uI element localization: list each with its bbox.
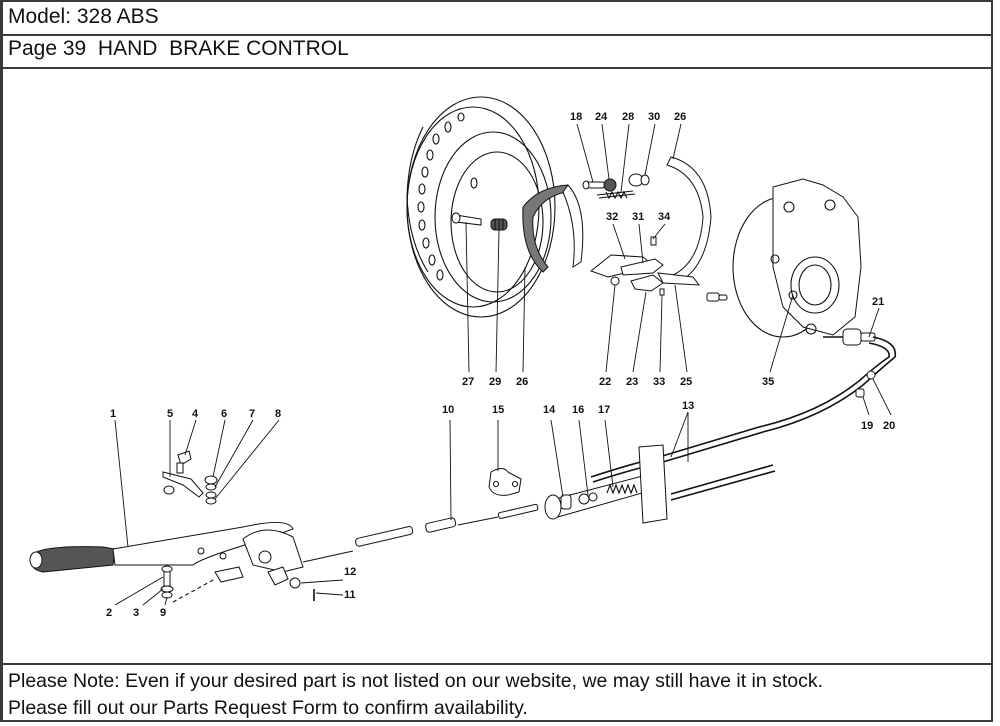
stock-notice-line-2: Please fill out our Parts Request Form t… [8, 697, 528, 719]
hand-brake-diagram-svg: 1 5 4 6 7 8 2 3 9 12 11 10 15 14 16 17 1… [29, 96, 897, 619]
callout-6: 6 [221, 408, 227, 420]
rear-cable-drawing [544, 336, 897, 524]
callout-14: 14 [543, 404, 556, 416]
callout-12: 12 [344, 566, 356, 578]
callout-16: 16 [572, 404, 584, 416]
callout-26-left: 26 [516, 376, 528, 388]
callout-leader-lines [114, 123, 892, 606]
brake-disc-drawing [406, 96, 584, 318]
callout-11: 11 [344, 589, 356, 601]
callout-23: 23 [626, 376, 638, 388]
stock-notice: Please Note: Even if your desired part i… [3, 663, 991, 720]
callout-18: 18 [570, 111, 582, 123]
callout-32: 32 [606, 211, 618, 223]
callout-26-right: 26 [674, 111, 686, 123]
callout-4: 4 [192, 408, 199, 420]
shoe-hardware-drawing [582, 156, 728, 302]
callout-15: 15 [492, 404, 504, 416]
callout-20: 20 [883, 420, 895, 432]
callout-31: 31 [632, 211, 644, 223]
callout-27: 27 [462, 376, 474, 388]
hub-carrier-drawing [732, 178, 876, 346]
callout-labels: 1 5 4 6 7 8 2 3 9 12 11 10 15 14 16 17 1… [106, 111, 895, 619]
callout-29: 29 [489, 376, 501, 388]
callout-19: 19 [861, 420, 873, 432]
page-title: Page 39 HAND BRAKE CONTROL [3, 34, 991, 69]
callout-3: 3 [133, 607, 139, 619]
model-title: Model: 328 ABS [3, 2, 991, 36]
callout-30: 30 [648, 111, 660, 123]
callout-1: 1 [110, 408, 116, 420]
callout-33: 33 [653, 376, 665, 388]
callout-35: 35 [762, 376, 774, 388]
callout-24: 24 [595, 111, 608, 123]
exploded-parts-diagram: 1 5 4 6 7 8 2 3 9 12 11 10 15 14 16 17 1… [3, 67, 991, 663]
callout-28: 28 [622, 111, 634, 123]
callout-9: 9 [160, 607, 166, 619]
callout-8: 8 [275, 408, 281, 420]
callout-17: 17 [598, 404, 610, 416]
callout-34: 34 [658, 211, 671, 223]
spring-29 [490, 218, 508, 231]
callout-25: 25 [680, 376, 692, 388]
callout-7: 7 [249, 408, 255, 420]
callout-21: 21 [872, 296, 884, 308]
callout-10: 10 [442, 404, 454, 416]
callout-2: 2 [106, 607, 112, 619]
disc-vent-holes [417, 112, 465, 281]
callout-5: 5 [167, 408, 173, 420]
stock-notice-line-1: Please Note: Even if your desired part i… [8, 670, 824, 692]
callout-22: 22 [599, 376, 611, 388]
hand-lever-drawing [29, 450, 354, 603]
front-cable-drawing [355, 468, 539, 547]
callout-13: 13 [682, 400, 694, 412]
